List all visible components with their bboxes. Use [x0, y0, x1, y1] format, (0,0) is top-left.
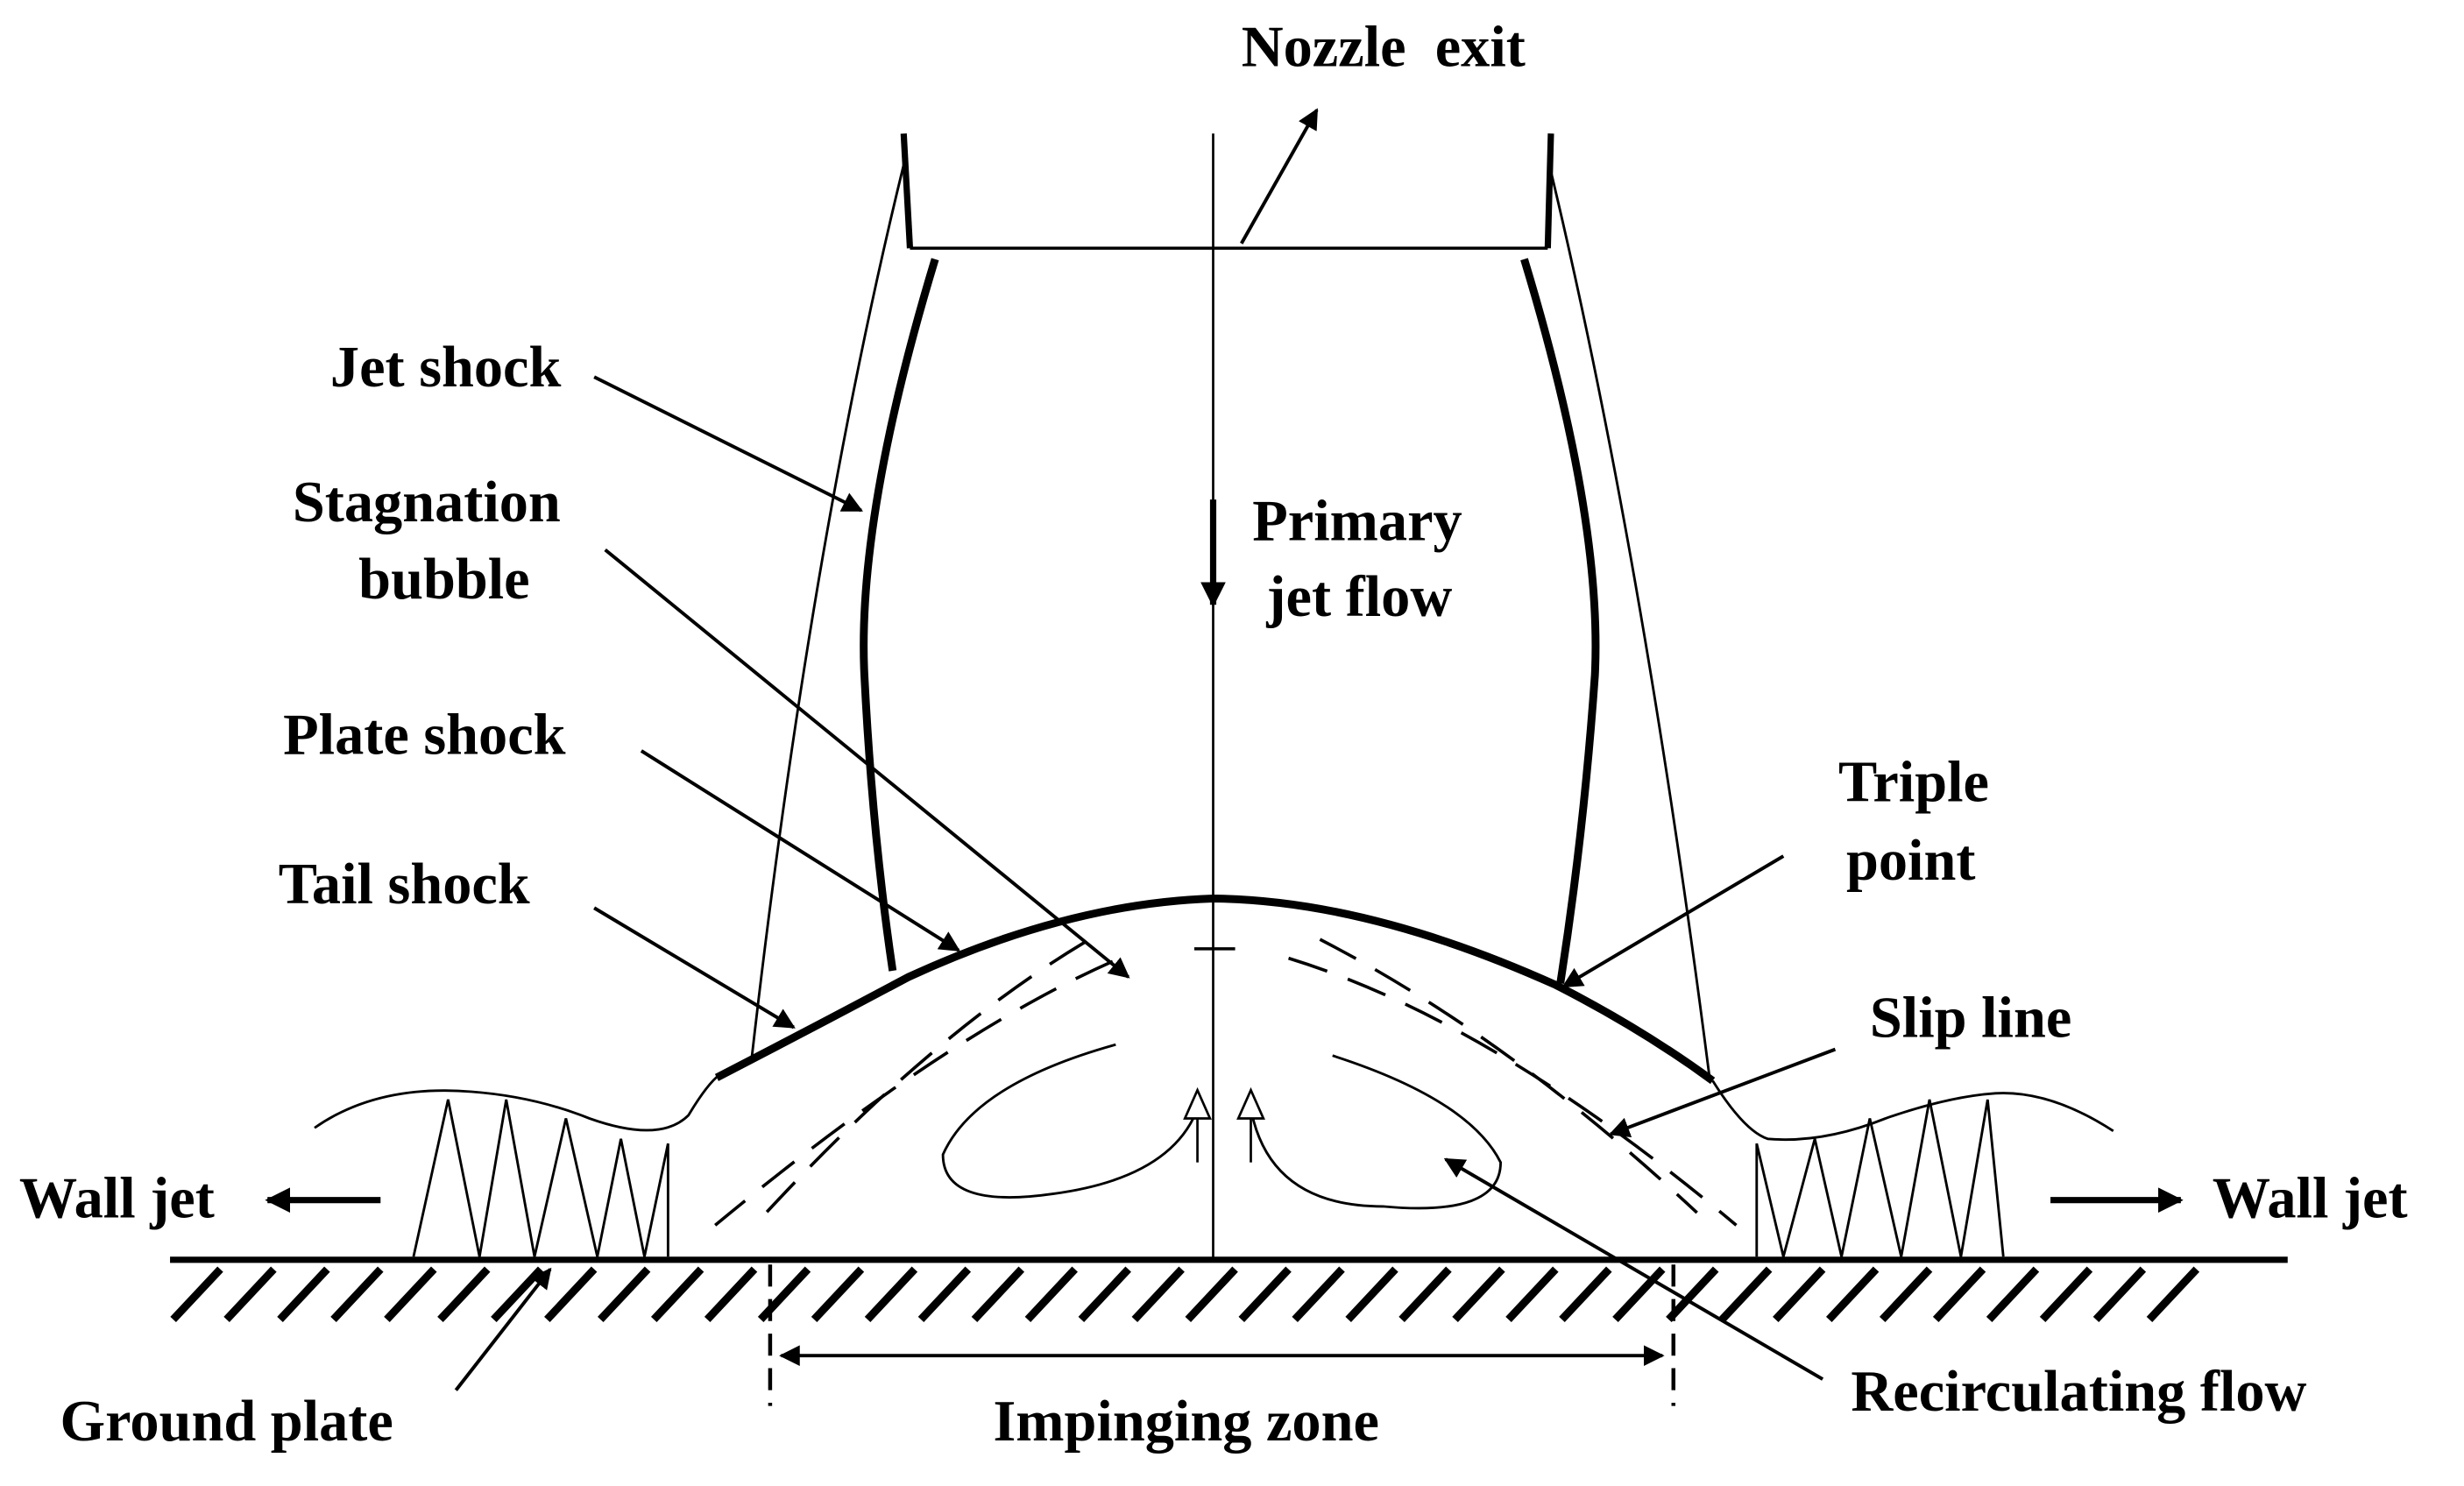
wall-jet-left — [314, 1073, 721, 1257]
ground-plate-label: Ground plate — [60, 1390, 393, 1454]
triple-point-arrow — [1561, 854, 1785, 988]
plate-shock-arrow — [640, 749, 961, 952]
hatch-mark — [1773, 1266, 1826, 1323]
hatch-mark — [1345, 1266, 1398, 1323]
hatch-mark — [757, 1266, 811, 1323]
stagnation-bubble-label-line1: Stagnation — [293, 471, 561, 534]
tail-shock-arrow — [593, 906, 796, 1030]
hatch-mark — [1452, 1266, 1505, 1323]
hatch-mark — [1185, 1266, 1238, 1323]
hatch-mark — [330, 1266, 384, 1323]
wall-jet-right — [1711, 1079, 2114, 1257]
hatch-mark — [1719, 1266, 1773, 1323]
nozzle-exit-arrow — [1240, 108, 1319, 244]
hatch-mark — [1932, 1266, 1986, 1323]
recirculating-flow-label: Recirculating flow — [1851, 1360, 2306, 1424]
hatch-mark — [1131, 1266, 1185, 1323]
jet-shock-arrow — [593, 375, 864, 513]
wall-jet-left-label: Wall jet — [19, 1166, 215, 1230]
triple-point-label-line1: Triple — [1838, 750, 1989, 814]
primary-jet-flow-label-line2: jet flow — [1265, 565, 1452, 629]
hatch-mark — [1986, 1266, 2040, 1323]
recirculating-flow-arrow — [1443, 1157, 1824, 1381]
primary-jet-flow-label-line1: Primary — [1252, 490, 1462, 554]
hatch-mark — [971, 1266, 1025, 1323]
hatch-mark — [598, 1266, 651, 1323]
hatch-mark — [864, 1266, 918, 1323]
hatch-mark — [1666, 1266, 1719, 1323]
jet-shock-label: Jet shock — [330, 336, 562, 400]
ground-plate-arrow — [454, 1267, 552, 1391]
up-arrow-icons — [1183, 1086, 1265, 1163]
nozzle-exit-label: Nozzle exit — [1242, 15, 1526, 79]
hatch-mark — [544, 1266, 598, 1323]
slip-line-label: Slip line — [1870, 986, 2071, 1050]
stagnation-bubble-label-line2: bubble — [358, 548, 529, 612]
hatch-mark — [1238, 1266, 1292, 1323]
hatch-mark — [223, 1266, 277, 1323]
hatch-mark — [1825, 1266, 1880, 1323]
hatch-mark — [2092, 1266, 2147, 1323]
hatch-mark — [1612, 1266, 1666, 1323]
plate-shock — [714, 895, 1716, 1085]
hatch-mark — [811, 1266, 865, 1323]
hatch-mark — [1879, 1266, 1933, 1323]
hatch-mark — [917, 1266, 972, 1323]
recirculation-loops — [941, 1043, 1503, 1210]
ground-plate — [170, 1256, 2288, 1323]
impinging-zone-label: Impinging zone — [993, 1390, 1378, 1454]
hatch-mark — [1292, 1266, 1345, 1323]
plate-shock-label: Plate shock — [283, 704, 566, 768]
slip-line — [714, 938, 1738, 1227]
nozzle-lips — [900, 133, 1554, 249]
triple-point-label-line2: point — [1846, 829, 1975, 893]
hatch-mark — [1559, 1266, 1612, 1323]
jet-boundary — [749, 164, 1711, 1079]
hatch-mark — [277, 1266, 330, 1323]
hatch-mark — [384, 1266, 437, 1323]
tail-shock-label: Tail shock — [279, 853, 530, 916]
hatch-mark — [1505, 1266, 1559, 1323]
hatch-mark — [2039, 1266, 2093, 1323]
hatch-mark — [650, 1266, 705, 1323]
impinging-zone-markers — [768, 1264, 1676, 1406]
slip-line-arrow — [1608, 1047, 1837, 1137]
wall-jet-right-label: Wall jet — [2213, 1166, 2408, 1230]
jet-shock — [860, 258, 1600, 984]
hatch-mark — [1078, 1266, 1131, 1323]
hatch-mark — [437, 1266, 491, 1323]
hatch-mark — [2146, 1266, 2200, 1323]
hatch-mark — [170, 1266, 223, 1323]
hatch-mark — [1398, 1266, 1452, 1323]
hatch-mark — [1024, 1266, 1078, 1323]
hatch-mark — [704, 1266, 758, 1323]
stagnation-bubble-arrow — [604, 548, 1130, 979]
